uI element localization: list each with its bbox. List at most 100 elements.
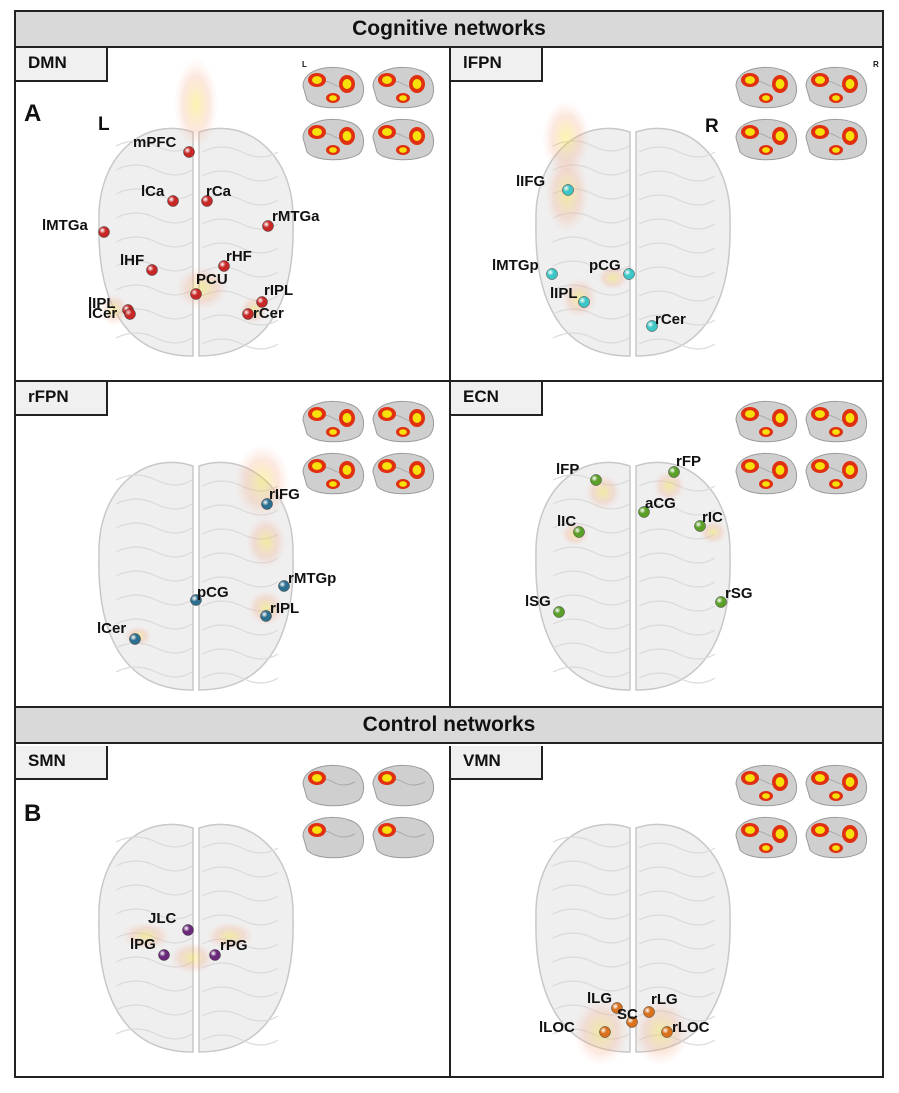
node-label: lLOC [539, 1019, 575, 1036]
activation-core [775, 79, 785, 89]
gyrus-line [638, 266, 716, 278]
gyrus-line [638, 146, 716, 158]
node-label: rCer [253, 305, 284, 322]
node-marker [261, 498, 273, 510]
gyrus-line [638, 314, 716, 326]
gyrus-line [638, 986, 716, 998]
surface-renderings-smn [302, 764, 435, 859]
network-node: lSG [525, 593, 565, 618]
activation-core [775, 465, 785, 475]
gyrus-line [638, 290, 716, 302]
activation-core [342, 131, 352, 141]
network-node: rLG [643, 991, 678, 1018]
activation-core [329, 429, 337, 435]
activation-core [775, 131, 785, 141]
node-marker [190, 594, 202, 606]
network-node: rMTGa [262, 208, 320, 232]
network-node: lMTGa [42, 217, 110, 238]
surface-renderings-ecn [735, 400, 868, 495]
activation-core [815, 826, 825, 834]
node-marker [262, 220, 274, 232]
node-label: rMTGp [288, 570, 336, 587]
activation-region [542, 100, 590, 176]
gyrus-line [115, 594, 193, 606]
node-marker [158, 949, 170, 961]
node-marker [668, 466, 680, 478]
activation-core [775, 777, 785, 787]
small-side-label-left: L [302, 60, 307, 69]
activation-core [845, 131, 855, 141]
network-node: rCer [242, 305, 284, 322]
left-hemisphere [98, 461, 194, 691]
panel-label-vmn: VMN [451, 746, 543, 780]
gyrus-line [552, 860, 630, 872]
node-label: lLG [587, 990, 612, 1007]
node-marker [167, 195, 179, 207]
network-node: lCer [97, 620, 141, 645]
gyrus-line [638, 914, 716, 926]
gyrus-line [552, 908, 630, 920]
activation-core [832, 793, 840, 799]
gyrus-line [552, 522, 630, 534]
glass-brain-ecn [535, 461, 731, 691]
node-label: lCer [88, 305, 117, 322]
gyrus-line [201, 266, 279, 278]
surface-renderings-lfpn [735, 66, 868, 161]
gyrus-line [638, 962, 716, 974]
activation-core [745, 462, 755, 470]
gyrus-line [201, 986, 279, 998]
surface-renderings-dmn [302, 66, 435, 161]
gyrus-line [201, 576, 279, 588]
node-label: lMTGa [42, 217, 88, 234]
surface-renderings-rfpn [302, 400, 435, 495]
activation-core [399, 481, 407, 487]
network-node: rIPL [260, 600, 299, 622]
glass-brain-smn [98, 823, 294, 1053]
node-label: lFP [556, 461, 579, 478]
activation-core [342, 413, 352, 423]
gyrus-line [115, 332, 193, 344]
activation-core [745, 774, 755, 782]
gyrus-line [638, 938, 716, 950]
activation-core [312, 826, 322, 834]
network-node: rHF [218, 248, 252, 272]
gyrus-line [638, 194, 716, 206]
activation-core [815, 76, 825, 84]
node-marker [546, 268, 558, 280]
gyrus-line [638, 552, 716, 564]
activation-core [399, 429, 407, 435]
node-marker [278, 580, 290, 592]
gyrus-line [552, 594, 630, 606]
activation-core [745, 128, 755, 136]
gyrus-line [115, 666, 193, 678]
section-header-control: Control networks [16, 706, 882, 744]
node-marker [260, 610, 272, 622]
glass-brain-lfpn [535, 100, 731, 357]
activation-core [832, 429, 840, 435]
node-label: lSG [525, 593, 551, 610]
gyrus-line [201, 194, 279, 206]
activation-core [845, 79, 855, 89]
node-marker [562, 184, 574, 196]
brain-surface-thumbnail [302, 764, 365, 807]
activation-core [382, 128, 392, 136]
brain-surface-thumbnail [302, 816, 365, 859]
activation-core [762, 793, 770, 799]
gyrus-line [552, 884, 630, 896]
activation-core [762, 845, 770, 851]
gyrus-line [638, 672, 716, 684]
gyrus-line [638, 338, 716, 350]
network-node: lPG [130, 936, 170, 961]
gyrus-line [115, 522, 193, 534]
gyrus-line [638, 890, 716, 902]
activation-core [329, 147, 337, 153]
gyrus-line [552, 546, 630, 558]
activation-core [845, 777, 855, 787]
network-node: lCa [141, 183, 179, 207]
